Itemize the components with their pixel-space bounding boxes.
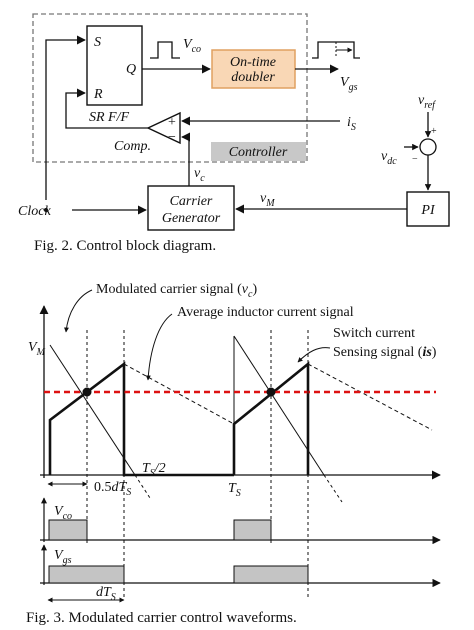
doubler-label-line2: doubler xyxy=(231,70,275,85)
vco-wave-label: Vco xyxy=(54,504,72,522)
half-dts-label: 0.5dTS xyxy=(94,480,131,498)
ff-name-label: SR F/F xyxy=(89,110,129,125)
controller-tag xyxy=(211,142,306,161)
vco-pulse-2 xyxy=(233,519,272,541)
comp-minus: − xyxy=(168,130,176,145)
carrier-signal-annotation: Modulated carrier signal (vc) xyxy=(96,282,257,300)
ff-q-label: Q xyxy=(126,62,136,77)
ff-s-label: S xyxy=(94,35,101,50)
controller-label: Controller xyxy=(229,145,288,160)
sr-flipflop-block xyxy=(86,25,143,106)
switch-annotation-arrow xyxy=(297,347,331,363)
vco-label: Vco xyxy=(183,37,201,55)
clock-label: Clock xyxy=(18,204,51,219)
vref-label: vref xyxy=(418,93,436,111)
vgs-pulse-1 xyxy=(48,565,125,584)
vm-label: vM xyxy=(260,191,275,209)
carrier-ramp-1 xyxy=(49,344,136,476)
switch-current-annotation-2: Sensing signal (is) xyxy=(333,345,437,360)
summing-junction xyxy=(419,138,437,156)
dts-label: dTS xyxy=(96,585,116,603)
pi-block xyxy=(406,191,450,227)
controller-boundary xyxy=(32,13,308,163)
clock-to-s-wire xyxy=(45,35,86,200)
vc-label: vc xyxy=(194,166,205,184)
ff-r-label: R xyxy=(93,87,103,102)
ts-half-label: TS/2 xyxy=(142,461,166,479)
carrier-control-waveforms: Modulated carrier signal (vc) Average in… xyxy=(26,282,441,626)
carrier-ramp-1-dash xyxy=(134,474,151,499)
switch-current-pulse-1 xyxy=(48,361,234,477)
is-label: iS xyxy=(347,115,356,133)
comp-to-r-wire xyxy=(65,88,148,129)
current-continuation-1 xyxy=(123,363,235,425)
comp-plus: + xyxy=(168,115,176,130)
sum-plus-label: + xyxy=(431,126,437,137)
vco-pulse-1 xyxy=(48,519,88,541)
carrier-label-line1: Carrier xyxy=(170,194,213,209)
vm-axis-label: VM xyxy=(28,340,46,358)
comparator-symbol xyxy=(146,111,181,145)
current-continuation-2 xyxy=(307,363,433,431)
clock-junction-dot xyxy=(44,208,48,212)
vgs-pulse-2 xyxy=(233,565,309,584)
vdc-label: vdc xyxy=(381,149,397,167)
vc-wire xyxy=(181,132,191,186)
comp-label: Comp. xyxy=(114,139,151,154)
control-block-diagram: S Q R SR F/F Vco On-time doubler Vgs + −… xyxy=(18,13,450,254)
carrier-annotation-arrow xyxy=(63,289,93,333)
carrier-ramp-2 xyxy=(233,335,325,476)
vco-pulse-symbol xyxy=(150,41,180,59)
vgs-label: Vgs xyxy=(340,75,358,93)
pi-label: PI xyxy=(420,203,436,218)
carrier-label-line2: Generator xyxy=(162,211,221,226)
doubler-label-line1: On-time xyxy=(230,55,276,70)
fig2-caption: Fig. 2. Control block diagram. xyxy=(34,238,216,254)
ts-label: TS xyxy=(228,481,241,499)
switch-current-annotation-1: Switch current xyxy=(333,326,415,341)
fig3-caption: Fig. 3. Modulated carrier control wavefo… xyxy=(26,610,297,626)
carrier-ramp-2-dash xyxy=(323,474,343,503)
vgs-wave-label: Vgs xyxy=(54,548,72,566)
avg-annotation-arrow xyxy=(145,313,173,381)
avg-current-annotation: Average inductor current signal xyxy=(177,305,354,320)
sum-minus-label: − xyxy=(412,154,418,165)
carrier-generator-block xyxy=(147,185,235,231)
